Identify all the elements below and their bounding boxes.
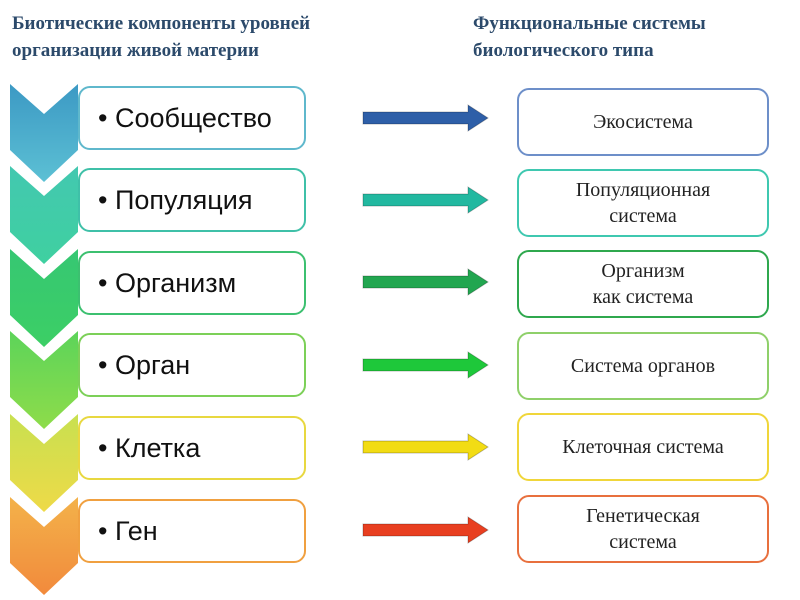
level-label: Организм [80,268,236,299]
level-label: Клетка [80,433,200,464]
chevron-4 [10,331,78,429]
right-arrow-icon [362,351,489,379]
right-arrow-icon [362,186,489,214]
right-arrow-icon [362,433,489,461]
left-heading: Биотические компоненты уровней организац… [12,13,311,61]
system-label: Генетическая система [586,505,700,553]
chevron-3 [10,249,78,347]
level-box-1: Сообщество [78,86,306,150]
system-box-2: Популяционная система [517,169,769,237]
level-box-3: Организм [78,251,306,315]
right-arrow-icon [362,516,489,544]
system-box-5: Клеточная система [517,413,769,481]
right-heading: Функциональные системы биологического ти… [473,13,706,61]
chevron-2 [10,166,78,264]
system-box-1: Экосистема [517,88,769,156]
level-label: Орган [80,350,190,381]
level-box-5: Клетка [78,416,306,480]
level-box-2: Популяция [78,168,306,232]
system-box-6: Генетическая система [517,495,769,563]
system-label: Экосистема [593,111,693,133]
level-label: Сообщество [80,103,272,134]
system-box-4: Система органов [517,332,769,400]
level-label: Ген [80,516,158,547]
level-box-4: Орган [78,333,306,397]
chevron-1 [10,84,78,182]
chevron-6 [10,497,78,595]
chevron-5 [10,414,78,512]
right-arrow-icon [362,104,489,132]
level-label: Популяция [80,185,253,216]
system-label: Организм как система [592,260,694,308]
right-arrow-icon [362,268,489,296]
system-label: Популяционная система [575,179,711,227]
level-box-6: Ген [78,499,306,563]
system-label: Система органов [570,355,716,377]
system-label: Клеточная система [562,436,724,458]
system-box-3: Организм как система [517,250,769,318]
